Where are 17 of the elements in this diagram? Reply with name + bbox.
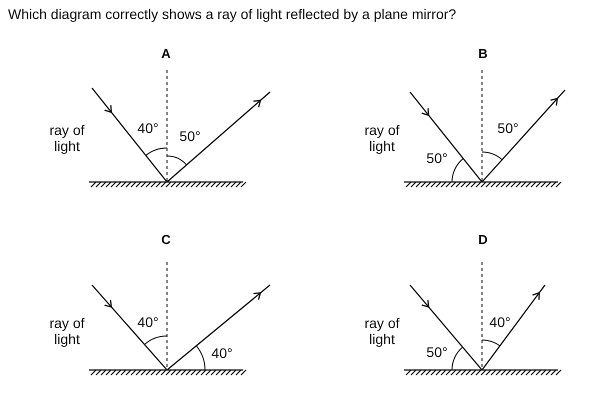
angle-label: 40° [211, 345, 233, 361]
ray-label: ray of light [363, 122, 400, 154]
angle-label: 40° [137, 314, 159, 330]
panel-letter: C [161, 232, 171, 248]
panel-letter: D [478, 232, 488, 248]
ray-label: ray of light [48, 315, 86, 347]
angle-label: 40° [489, 314, 511, 330]
question-text: Which diagram correctly shows a ray of light reflected by a plane mirror? [8, 6, 456, 22]
angle-label: 50° [426, 344, 448, 360]
panel-letter: B [478, 46, 488, 62]
ray-label: ray of light [48, 122, 86, 154]
angle-label: 50° [179, 128, 201, 144]
angle-label: 40° [137, 120, 159, 136]
panel-letter: A [161, 46, 171, 62]
ray-label: ray of light [363, 315, 400, 347]
angle-label: 50° [426, 150, 448, 166]
angle-label: 50° [497, 120, 519, 136]
